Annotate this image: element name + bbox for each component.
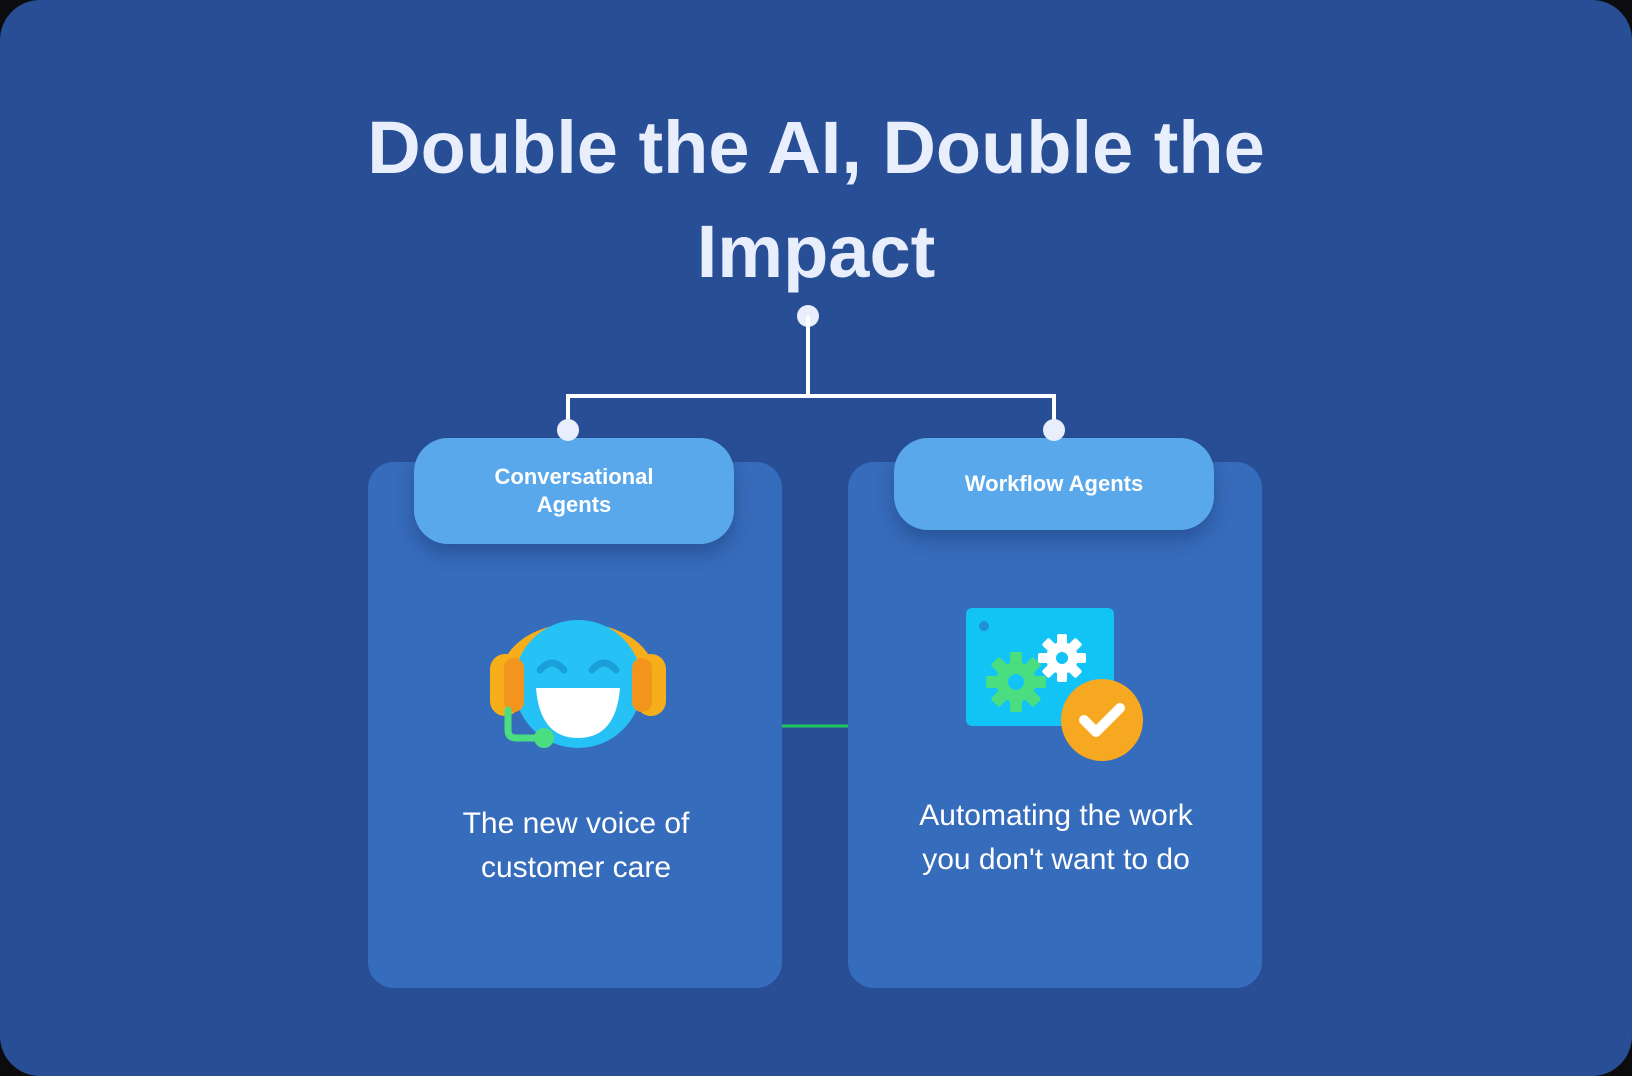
conversational-agents-description: The new voice of customer care xyxy=(462,807,690,884)
workflow-agents-label-pill: Workflow Agents xyxy=(894,438,1214,530)
root-node-dot xyxy=(797,305,819,327)
conversational-agents-label-pill: Conversational Agents xyxy=(414,438,734,544)
workflow-agents-description: Automating the work you don't want to do xyxy=(919,799,1193,876)
workflow-agents-label: Workflow Agents xyxy=(964,471,1144,496)
branch-lines xyxy=(566,316,1056,430)
page-title: Double the AI, Double the Impact xyxy=(367,106,1265,293)
headset-smiley-icon xyxy=(490,620,666,748)
gears-check-icon xyxy=(966,608,1143,761)
conversational-agents-label: Conversational Agents xyxy=(494,464,654,517)
